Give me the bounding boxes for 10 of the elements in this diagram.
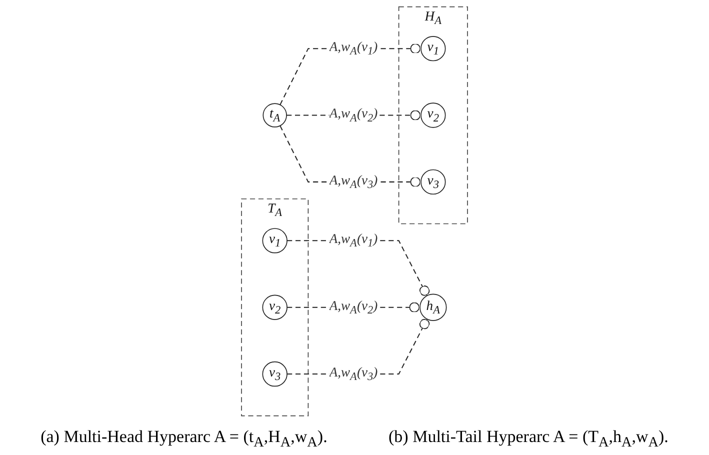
node-circle: v$_{1}$ — [262, 228, 288, 254]
node-circle: h$_{A}$ — [420, 294, 447, 321]
node-circle: v$_{3}$ — [420, 169, 446, 195]
figure-caption: (b) Multi-Tail Hyperarc A = (T$_{A}$,h$_{A}$,w$_{A}$). — [388, 426, 668, 451]
figure-caption: (a) Multi-Head Hyperarc A = (t$_{A}$,H$_{A}$,w$_{A}$). — [40, 426, 328, 451]
node-circle: v$_{2}$ — [420, 102, 446, 128]
node-circle: v$_{3}$ — [262, 361, 288, 387]
node-circle: t$_{A}$ — [262, 103, 287, 128]
node-circle: v$_{1}$ — [420, 36, 446, 62]
node-circle: v$_{2}$ — [262, 294, 288, 320]
